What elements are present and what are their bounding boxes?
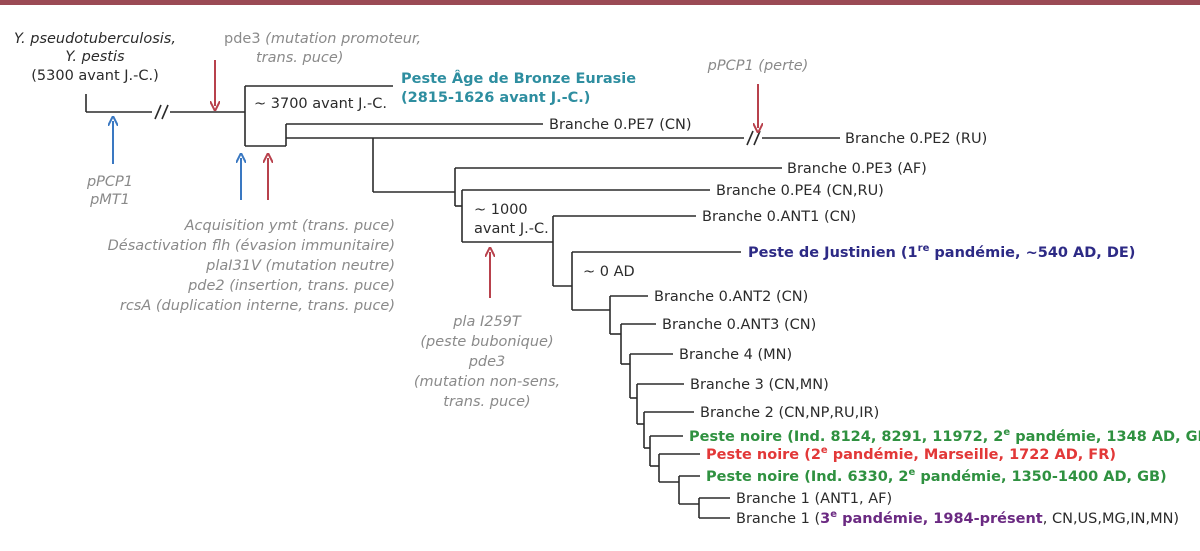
- branch-3: Branche 3 (CN,MN): [690, 377, 829, 393]
- branch-ant3: Branche 0.ANT3 (CN): [662, 317, 816, 333]
- pde3-top-line2: trans. puce): [256, 50, 343, 66]
- acquisition-mutations: Acquisition ymt (trans. puce) Désactivat…: [108, 218, 395, 314]
- acquisition-line2: Désactivation flh (évasion immunitaire): [108, 238, 395, 254]
- pde3-top-gene: pde3: [224, 31, 261, 47]
- pde3-top-line1: pde3 (mutation promoteur,: [224, 31, 421, 47]
- branch-break-marks: [152, 104, 762, 146]
- pla-line3: pde3: [468, 354, 506, 370]
- branch-pe4: Branche 0.PE4 (CN,RU): [716, 183, 884, 199]
- justinien-plague-label: Peste de Justinien (1re pandémie, ~540 A…: [748, 243, 1135, 261]
- tree-branches: [85, 85, 840, 519]
- pla-line2: (peste bubonique): [420, 334, 553, 350]
- acquisition-line1: Acquisition ymt (trans. puce): [184, 218, 395, 234]
- root-mutation-2: pMT1: [89, 192, 130, 208]
- mutation-arrows: [113, 60, 758, 298]
- root-line1: Y. pseudotuberculosis,: [14, 31, 176, 47]
- branch-ant2: Branche 0.ANT2 (CN): [654, 289, 808, 305]
- root-mutation-1: pPCP1: [86, 174, 133, 190]
- node-1000-line2: avant J.-C.: [474, 221, 549, 237]
- node-3700-label: ~ 3700 avant J.-C.: [254, 96, 387, 112]
- pde3-top-desc: (mutation promoteur,: [261, 31, 422, 47]
- branch-pe2: Branche 0.PE2 (RU): [845, 131, 987, 147]
- root-label: Y. pseudotuberculosis, Y. pestis (5300 a…: [14, 31, 176, 84]
- branch-1-third-pandemic: Branche 1 (3e pandémie, 1984-présent, CN…: [736, 509, 1179, 527]
- pla-line4: (mutation non-sens,: [414, 374, 560, 390]
- branch-4: Branche 4 (MN): [679, 347, 792, 363]
- pPCP1-loss-label: pPCP1 (perte): [707, 58, 809, 74]
- black-death-1348-label: Peste noire (Ind. 8124, 8291, 11972, 2e …: [689, 427, 1200, 445]
- pla-line1: pla I259T: [452, 314, 522, 330]
- branch-pe3: Branche 0.PE3 (AF): [787, 161, 927, 177]
- black-death-marseille-label: Peste noire (2e pandémie, Marseille, 172…: [706, 445, 1116, 463]
- acquisition-line5: rcsA (duplication interne, trans. puce): [120, 298, 395, 314]
- branch-ant1: Branche 0.ANT1 (CN): [702, 209, 856, 225]
- pla-line5: trans. puce): [443, 394, 530, 410]
- bronze-age-line2: (2815-1626 avant J.-C.): [401, 90, 590, 106]
- root-line2: Y. pestis: [65, 49, 125, 65]
- branch-2: Branche 2 (CN,NP,RU,IR): [700, 405, 879, 421]
- root-line3: (5300 avant J.-C.): [31, 68, 159, 84]
- bronze-age-line1: Peste Âge de Bronze Eurasie: [401, 70, 636, 87]
- branch-pe7: Branche 0.PE7 (CN): [549, 117, 692, 133]
- black-death-1350-label: Peste noire (Ind. 6330, 2e pandémie, 135…: [706, 467, 1167, 485]
- node-0ad-label: ~ 0 AD: [583, 264, 635, 280]
- acquisition-line4: pde2 (insertion, trans. puce): [187, 278, 395, 294]
- node-1000-line1: ~ 1000: [474, 202, 528, 218]
- pla-mutations: pla I259T (peste bubonique) pde3 (mutati…: [414, 314, 560, 410]
- branch-1-ant1: Branche 1 (ANT1, AF): [736, 491, 892, 507]
- branch-labels: Branche 0.PE7 (CN) Branche 0.PE2 (RU) Br…: [549, 117, 1179, 527]
- acquisition-line3: plaI31V (mutation neutre): [205, 258, 395, 274]
- top-accent-bar: [0, 0, 1200, 5]
